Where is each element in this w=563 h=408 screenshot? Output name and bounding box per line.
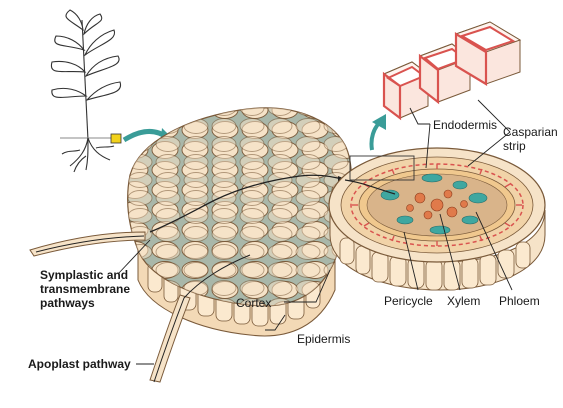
casparian-leader-2: [467, 131, 511, 167]
label-cortex: Cortex: [236, 296, 272, 310]
pericycle-leader: [403, 231, 419, 291]
label-apoplast-pathway: Apoplast pathway: [28, 357, 131, 371]
stele-cylinder: [328, 147, 546, 291]
label-epidermis: Epidermis: [297, 332, 351, 346]
cortex-block: [127, 107, 352, 337]
label-symplastic-line2: transmembrane: [40, 282, 131, 296]
xylem-leader: [439, 213, 461, 291]
root-hair: [29, 231, 146, 257]
leader-lines: [117, 99, 513, 365]
plant-stem: [81, 19, 89, 141]
label-pericycle: Pericycle: [384, 294, 433, 308]
highlight-box: [110, 133, 122, 144]
phloem-cells: [380, 173, 488, 235]
symplastic-leader: [117, 239, 151, 275]
casparian-leader-1: [477, 99, 511, 133]
label-symplastic-line3: pathways: [40, 296, 95, 310]
symplastic-path: [149, 174, 346, 233]
whole-plant-illustration: [50, 9, 122, 173]
cortex-cells: [127, 107, 352, 306]
zoom-region-box: [349, 155, 415, 181]
label-phloem: Phloem: [499, 294, 540, 308]
endodermis-cell-blocks: [382, 21, 522, 121]
label-symplastic-line1: Symplastic and: [40, 268, 129, 282]
xylem-cells: [406, 189, 468, 220]
apoplast-root-hair: [149, 254, 251, 383]
endodermis-zoom-arrow: [369, 114, 386, 151]
label-casparian-line1: Casparian: [503, 125, 558, 139]
endodermis-leader-1: [409, 107, 430, 125]
epidermis-leader: [265, 314, 286, 331]
endodermis-leader-2: [425, 123, 431, 169]
cortex-leader: [284, 269, 331, 303]
label-casparian-line2: strip: [503, 139, 526, 153]
phloem-leader: [475, 211, 513, 291]
label-endodermis: Endodermis: [433, 118, 498, 132]
label-xylem: Xylem: [447, 294, 481, 308]
